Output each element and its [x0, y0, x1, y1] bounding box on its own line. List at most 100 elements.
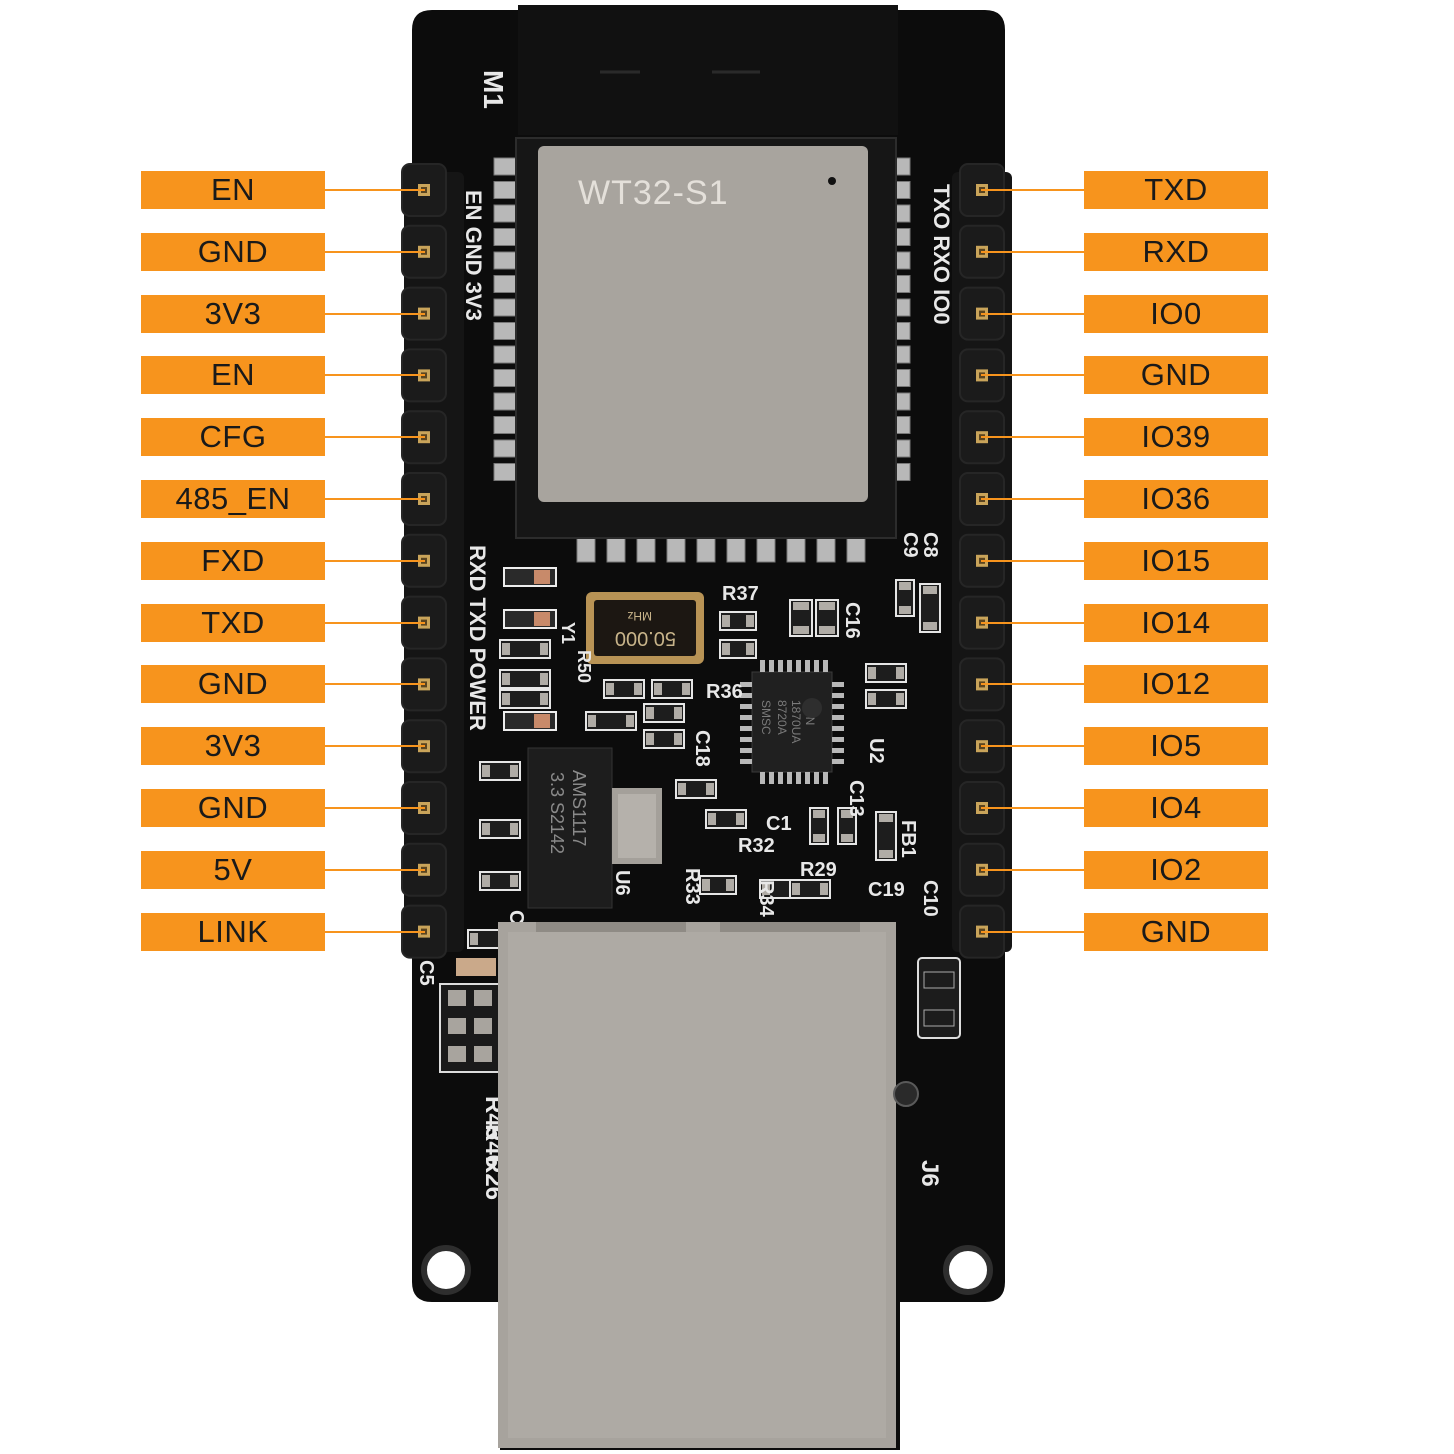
right-pin-leader-1 [981, 189, 1084, 191]
phy-chip [751, 671, 833, 773]
right-pin-label-9: IO12 [1084, 665, 1268, 704]
left-pin-leader-5 [325, 436, 425, 439]
mount-hole-right [943, 1245, 993, 1295]
left-pin-leader-13 [325, 930, 425, 933]
antenna-area [518, 5, 898, 135]
right-pin-label-8: IO14 [1084, 603, 1268, 642]
right-pin-leader-13 [981, 930, 1084, 933]
left-pin-label-1: EN [141, 171, 325, 209]
right-pin-leader-11 [981, 807, 1084, 809]
right-pin-label-13: GND [1084, 912, 1268, 951]
svg-text:R29: R29 [800, 859, 837, 881]
svg-text:R36: R36 [706, 681, 743, 703]
left-pin-label-4: EN [141, 356, 325, 395]
right-pin-leader-5 [981, 436, 1084, 439]
svg-text:C19: C19 [868, 879, 905, 901]
left-pin-label-8: TXD [141, 603, 325, 642]
right-pin-leader-10 [981, 745, 1084, 748]
right-pin-label-2: RXD [1084, 232, 1268, 271]
right-pin-leader-6 [981, 498, 1084, 500]
svg-text:MHz: MHz [627, 609, 652, 623]
svg-text:C16: C16 [841, 602, 863, 639]
right-pin-leader-7 [981, 559, 1084, 562]
right-pin-leader-4 [981, 374, 1084, 377]
module-name-label: WT32-S1 [578, 174, 729, 212]
silk-leds: RXD TXD POWER [465, 545, 490, 731]
left-pin-label-13: LINK [141, 912, 325, 951]
smd-part-2 [499, 669, 551, 689]
svg-text:FB1: FB1 [897, 820, 919, 858]
left-pin-leader-8 [325, 621, 425, 624]
right-pin-leader-9 [981, 683, 1084, 686]
left-pin-leader-10 [325, 745, 425, 748]
left-pin-leader-11 [325, 807, 425, 809]
right-pin-label-11: IO4 [1084, 789, 1268, 827]
svg-text:C1: C1 [766, 813, 792, 835]
left-pin-label-12: 5V [141, 850, 325, 889]
svg-text:R34: R34 [755, 880, 777, 918]
module-shield [538, 146, 868, 502]
svg-text:C13: C13 [845, 780, 867, 817]
smd-part-21 [875, 811, 897, 861]
smd-part-14 [585, 711, 637, 731]
mount-hole-left [421, 1245, 471, 1295]
left-pin-label-10: 3V3 [141, 727, 325, 766]
svg-text:AMS1117: AMS1117 [569, 770, 589, 846]
jack-ref-label: J6 [916, 1160, 943, 1187]
smd-part-13 [919, 583, 941, 633]
left-pin-leader-7 [325, 559, 425, 562]
left-pin-leader-4 [325, 374, 425, 377]
right-pin-leader-12 [981, 868, 1084, 871]
svg-text:C9: C9 [899, 532, 921, 558]
silk-top-left: EN GND 3V3 [461, 190, 486, 321]
right-pin-label-3: IO0 [1084, 294, 1268, 333]
right-pin-label-5: IO39 [1084, 418, 1268, 457]
module-ref-label: M1 [478, 70, 509, 109]
left-pin-leader-12 [325, 868, 425, 871]
svg-text:50.000: 50.000 [615, 627, 676, 649]
svg-text:1870UA: 1870UA [789, 700, 803, 743]
right-pin-leader-3 [981, 312, 1084, 315]
svg-text:C18: C18 [691, 730, 713, 767]
svg-text:U6: U6 [611, 870, 633, 896]
svg-text:C10: C10 [919, 880, 941, 917]
svg-text:R37: R37 [722, 583, 759, 605]
right-pin-leader-8 [981, 621, 1084, 624]
regulator-chip [527, 747, 613, 909]
right-pin-label-6: IO36 [1084, 480, 1268, 518]
svg-text:U2: U2 [865, 738, 887, 764]
left-pin-label-6: 485_EN [141, 480, 325, 518]
smd-part-1 [499, 639, 551, 659]
left-pin-label-2: GND [141, 232, 325, 271]
svg-text:C8: C8 [919, 532, 941, 558]
right-pin-label-4: GND [1084, 356, 1268, 395]
left-pin-label-9: GND [141, 665, 325, 704]
svg-text:8720A: 8720A [775, 700, 789, 735]
right-pin-leader-2 [981, 250, 1084, 253]
svg-text:C5: C5 [415, 960, 437, 986]
left-pin-label-5: CFG [141, 418, 325, 457]
left-pin-label-11: GND [141, 789, 325, 827]
left-pin-leader-2 [325, 250, 425, 253]
right-pin-label-7: IO15 [1084, 541, 1268, 580]
svg-text:SMSC: SMSC [759, 700, 773, 735]
left-pin-leader-1 [325, 189, 425, 191]
svg-text:3.3 S2142: 3.3 S2142 [547, 772, 567, 854]
silk-top-right: TXO RXO IO0 [929, 184, 954, 325]
left-pin-leader-3 [325, 312, 425, 315]
svg-text:R32: R32 [738, 835, 775, 857]
right-pin-label-12: IO2 [1084, 850, 1268, 889]
smd-part-3 [499, 689, 551, 709]
svg-text:R50: R50 [574, 650, 594, 683]
bottom-left-resistors [439, 958, 501, 1073]
svg-text:R33: R33 [681, 868, 703, 905]
status-leds [503, 567, 557, 731]
right-pin-label-1: TXD [1084, 171, 1268, 209]
smd-components [467, 579, 941, 949]
svg-text:Y1: Y1 [558, 622, 578, 644]
right-pin-label-10: IO5 [1084, 727, 1268, 766]
left-pin-label-3: 3V3 [141, 294, 325, 333]
left-pin-label-7: FXD [141, 541, 325, 580]
left-pin-leader-9 [325, 683, 425, 686]
